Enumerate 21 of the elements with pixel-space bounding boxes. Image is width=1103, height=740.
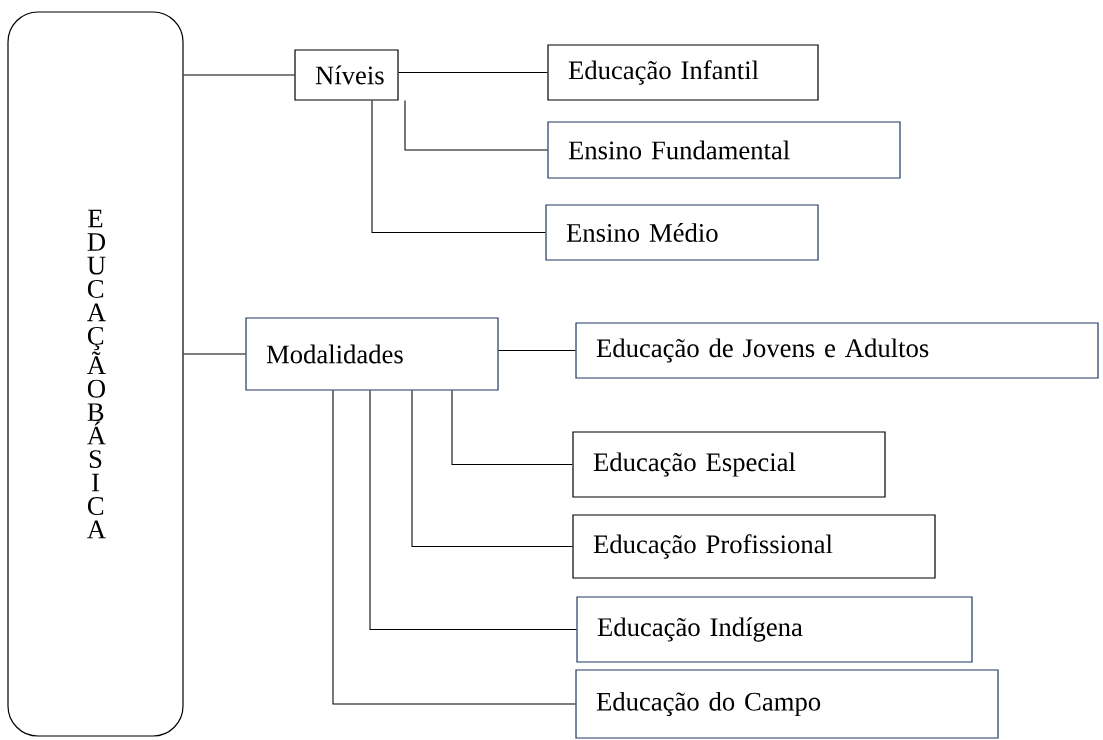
connector-line [404, 100, 548, 151]
connector-line [183, 74, 295, 76]
connector-line [451, 390, 573, 466]
text-box: Ensino Fundamental [547, 121, 901, 179]
text-box: Educação Indígena [576, 596, 973, 663]
text-box: Educação Especial [572, 431, 886, 498]
text-box: Modalidades [245, 317, 499, 391]
text-box: Níveis [294, 49, 399, 101]
connector-line [183, 353, 246, 355]
text-box: Educação Infantil [547, 44, 819, 101]
connector-line [411, 390, 573, 548]
text-box: Educação do Campo [575, 669, 999, 739]
connector-line [371, 100, 546, 234]
rounded-box: EDUCAÇÃO BÁSICA [7, 11, 184, 737]
connector-line [498, 349, 576, 352]
text-box: Ensino Médio [545, 204, 819, 261]
text-box: Educação Profissional [572, 514, 936, 579]
text-box: Educação de Jovens e Adultos [575, 322, 1099, 379]
connector-line [398, 71, 548, 74]
connector-line [369, 390, 577, 631]
connector-line [332, 390, 576, 705]
